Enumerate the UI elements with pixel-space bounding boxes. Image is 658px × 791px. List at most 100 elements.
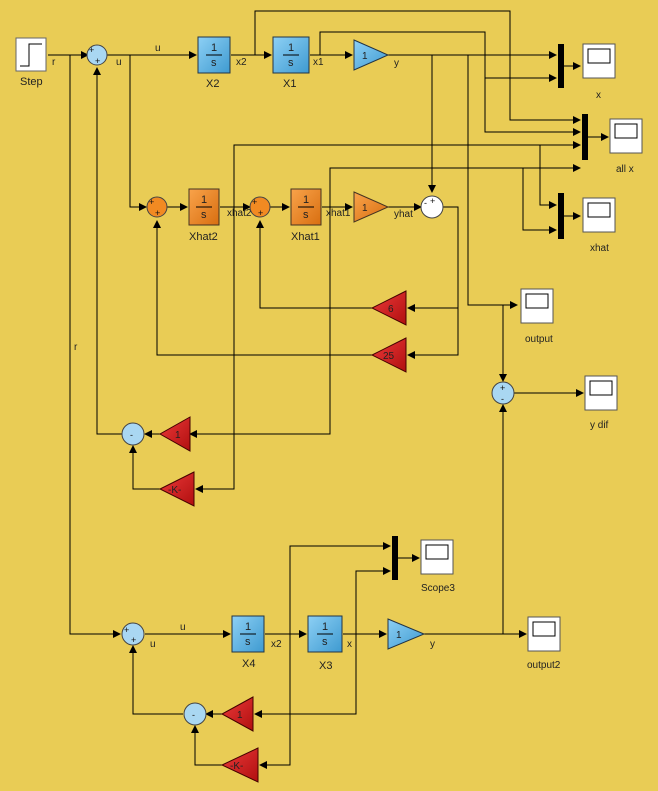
signal-label-y: y bbox=[430, 639, 435, 650]
svg-text:1: 1 bbox=[362, 51, 368, 62]
signal-label-u: u bbox=[180, 622, 186, 633]
scope-label: y dif bbox=[590, 420, 609, 431]
gain-block-k1[interactable]: 1 bbox=[158, 416, 191, 452]
svg-text:s: s bbox=[288, 57, 294, 69]
svg-text:+: + bbox=[89, 45, 94, 55]
signal-label-x: x bbox=[347, 639, 352, 650]
svg-text:s: s bbox=[245, 636, 251, 648]
signal-label-x2: x2 bbox=[236, 57, 247, 68]
sum-block-feedback-bottom[interactable]: - bbox=[183, 702, 207, 726]
signal-label-u: u bbox=[116, 57, 122, 68]
scope-scope3[interactable]: Scope3 bbox=[420, 539, 455, 594]
svg-text:+: + bbox=[95, 56, 100, 66]
integrator-x1[interactable]: 1 s X1 bbox=[272, 36, 310, 90]
signal-label-xhat1: xhat1 bbox=[326, 208, 351, 219]
integrator-x3[interactable]: 1 s X3 bbox=[307, 615, 343, 672]
signal-label-r: r bbox=[52, 57, 56, 68]
svg-text:s: s bbox=[303, 209, 309, 221]
integrator-label: Xhat2 bbox=[189, 231, 218, 243]
integrator-label: X3 bbox=[319, 660, 332, 672]
sum-block-top[interactable]: ++ bbox=[86, 44, 108, 66]
integrator-xhat2[interactable]: 1 s Xhat2 bbox=[188, 188, 220, 243]
mux-bar-x[interactable] bbox=[558, 44, 564, 88]
svg-text:s: s bbox=[211, 57, 217, 69]
scope-output2[interactable]: output2 bbox=[527, 616, 561, 671]
signal-labels: r u u x2 x1 y xhat2 xhat1 yhat r u u x2 … bbox=[52, 43, 435, 650]
scope-label: all x bbox=[616, 164, 634, 175]
svg-text:+: + bbox=[252, 197, 257, 207]
gain-block-top[interactable]: 1 bbox=[353, 39, 390, 71]
signal-label-r: r bbox=[74, 342, 78, 353]
sum-block-ydif[interactable]: +- bbox=[491, 381, 515, 405]
scope-label: x bbox=[596, 90, 601, 101]
scope-label: output2 bbox=[527, 660, 561, 671]
gain-block-k3[interactable]: 1 bbox=[220, 696, 254, 732]
sum-block-error[interactable]: -+ bbox=[420, 195, 444, 219]
scope-output[interactable]: output bbox=[520, 288, 554, 345]
signal-label-u: u bbox=[155, 43, 161, 54]
svg-text:+: + bbox=[155, 208, 160, 218]
svg-text:+: + bbox=[131, 635, 136, 645]
svg-text:s: s bbox=[201, 209, 207, 221]
svg-text:+: + bbox=[500, 383, 505, 393]
scope-label: Scope3 bbox=[421, 583, 455, 594]
signal-label-y: y bbox=[394, 58, 399, 69]
step-label: Step bbox=[20, 76, 43, 88]
scope-xhat[interactable]: xhat bbox=[582, 197, 616, 254]
scope-label: xhat bbox=[590, 243, 609, 254]
sum-block-bottom[interactable]: ++ bbox=[121, 622, 145, 646]
svg-text:1: 1 bbox=[288, 42, 294, 54]
svg-text:1: 1 bbox=[211, 42, 217, 54]
gain-block-k4[interactable]: -K- bbox=[220, 747, 259, 783]
integrator-x2[interactable]: 1 s X2 bbox=[197, 36, 231, 90]
sum-block-observer-1[interactable]: ++ bbox=[146, 196, 168, 218]
mux-bar-allx[interactable] bbox=[582, 114, 588, 160]
svg-text:1: 1 bbox=[201, 194, 207, 206]
svg-text:1: 1 bbox=[362, 203, 368, 214]
svg-text:-: - bbox=[424, 198, 427, 208]
svg-text:-K-: -K- bbox=[230, 761, 243, 772]
integrator-xhat1[interactable]: 1 s Xhat1 bbox=[290, 188, 322, 243]
svg-text:-: - bbox=[192, 710, 195, 720]
integrator-x4[interactable]: 1 s X4 bbox=[231, 615, 265, 670]
scope-ydif[interactable]: y dif bbox=[584, 375, 618, 431]
svg-text:1: 1 bbox=[245, 621, 251, 633]
svg-text:-K-: -K- bbox=[168, 485, 181, 496]
svg-text:+: + bbox=[149, 197, 154, 207]
signal-lines bbox=[48, 10, 584, 769]
svg-text:1: 1 bbox=[175, 430, 181, 441]
step-block[interactable]: Step bbox=[15, 37, 47, 88]
scope-allx[interactable]: all x bbox=[609, 118, 643, 175]
mux-bar-xhat[interactable] bbox=[558, 193, 564, 239]
gain-block-observer[interactable]: 1 bbox=[353, 191, 390, 223]
svg-text:+: + bbox=[430, 196, 435, 206]
signal-label-yhat: yhat bbox=[394, 209, 413, 220]
signal-label-xhat2: xhat2 bbox=[227, 208, 252, 219]
svg-text:-: - bbox=[501, 394, 504, 404]
scope-x[interactable]: x bbox=[582, 43, 616, 101]
integrator-label: X2 bbox=[206, 78, 219, 90]
svg-text:25: 25 bbox=[383, 351, 395, 362]
integrator-label: X4 bbox=[242, 658, 255, 670]
mux-bar-scope3[interactable] bbox=[392, 536, 398, 580]
svg-text:1: 1 bbox=[303, 194, 309, 206]
signal-label-x1: x1 bbox=[313, 57, 324, 68]
scope-label: output bbox=[525, 334, 553, 345]
svg-text:1: 1 bbox=[237, 710, 243, 721]
signal-label-x2: x2 bbox=[271, 639, 282, 650]
sum-block-feedback-top[interactable]: - bbox=[121, 422, 145, 446]
svg-text:-: - bbox=[130, 430, 133, 440]
integrator-label: Xhat1 bbox=[291, 231, 320, 243]
signal-label-u: u bbox=[150, 639, 156, 650]
gain-block-k2[interactable]: -K- bbox=[158, 471, 195, 507]
svg-text:1: 1 bbox=[322, 621, 328, 633]
svg-text:6: 6 bbox=[388, 304, 394, 315]
svg-text:1: 1 bbox=[396, 630, 402, 641]
gain-block-bottom[interactable]: 1 bbox=[387, 618, 426, 650]
svg-text:+: + bbox=[124, 625, 129, 635]
integrator-label: X1 bbox=[283, 78, 296, 90]
gain-block-l2[interactable]: 25 bbox=[370, 337, 407, 373]
gain-block-l1[interactable]: 6 bbox=[370, 290, 407, 326]
sum-block-observer-2[interactable]: ++ bbox=[249, 196, 271, 218]
